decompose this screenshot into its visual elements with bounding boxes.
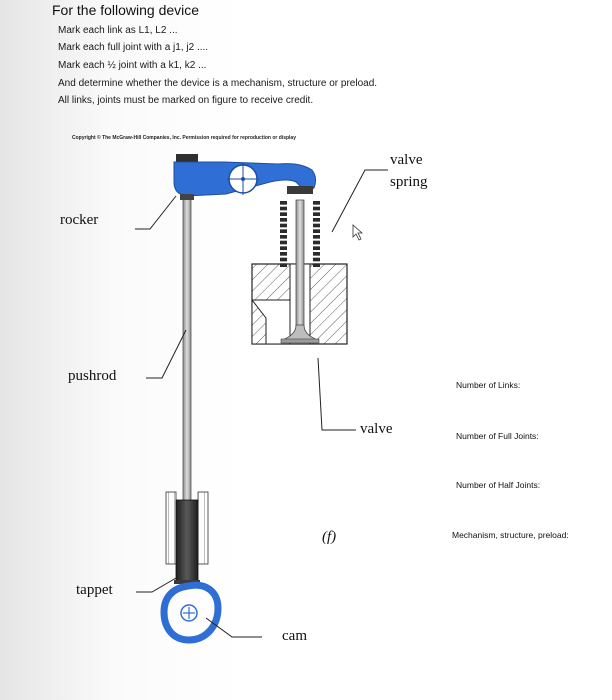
spring-coil-left	[280, 246, 287, 250]
label-valve: valve	[360, 421, 393, 437]
cursor-arrow-icon	[352, 224, 364, 241]
spring-coil-right	[313, 235, 320, 239]
spring-coil-right	[313, 246, 320, 250]
leader-lines	[135, 169, 388, 638]
valve-spring	[280, 201, 320, 267]
spring-coil-right	[313, 218, 320, 222]
instructions-title: For the following device	[52, 2, 200, 18]
spring-coil-right	[313, 252, 320, 256]
instruction-line-5: All links, joints must be marked on figu…	[58, 95, 314, 106]
instruction-line-1: Mark each link as L1, L2 ...	[58, 25, 178, 36]
rocker-arm	[173, 154, 317, 200]
instruction-line-3: Mark each ½ joint with a k1, k2 ...	[58, 60, 207, 71]
spring-coil-left	[280, 235, 287, 239]
question-number-of-half-joints: Number of Half Joints:	[456, 480, 541, 490]
spring-coil-left	[280, 229, 287, 233]
valve	[280, 199, 320, 344]
tappet	[174, 499, 200, 584]
spring-coil-right	[313, 229, 320, 233]
spring-coil-right	[313, 206, 320, 211]
spring-coil-right	[313, 201, 320, 205]
instruction-line-2: Mark each full joint with a j1, j2 ....	[58, 42, 209, 53]
figure-tag: (f)	[322, 529, 337, 545]
label-valve-spring-line2: spring	[390, 174, 428, 190]
pushrod	[182, 194, 192, 506]
question-classification: Mechanism, structure, preload:	[452, 530, 569, 540]
spring-coil-left	[280, 212, 287, 216]
instruction-line-4: And determine whether the device is a me…	[58, 78, 378, 89]
label-rocker: rocker	[60, 212, 99, 228]
spring-coil-right	[313, 240, 320, 245]
label-valve-spring-line1: valve	[390, 152, 423, 168]
label-tappet: tappet	[76, 582, 113, 598]
spring-coil-right	[313, 257, 320, 262]
spring-coil-left	[280, 240, 287, 245]
question-number-of-full-joints: Number of Full Joints:	[456, 431, 539, 441]
label-cam: cam	[282, 628, 307, 644]
spring-coil-right	[313, 223, 320, 228]
question-number-of-links: Number of Links:	[456, 380, 521, 390]
spring-coil-right	[313, 263, 320, 267]
spring-coil-left	[280, 223, 287, 228]
cam	[160, 581, 222, 644]
spring-coil-left	[280, 252, 287, 256]
spring-coil-left	[280, 218, 287, 222]
spring-coil-left	[280, 257, 287, 262]
copyright-notice: Copyright © The McGraw-Hill Companies, I…	[72, 135, 296, 141]
spring-coil-left	[280, 201, 287, 205]
spring-coil-left	[280, 206, 287, 211]
spring-coil-left	[280, 263, 287, 267]
spring-coil-right	[313, 212, 320, 216]
label-pushrod: pushrod	[68, 368, 117, 384]
